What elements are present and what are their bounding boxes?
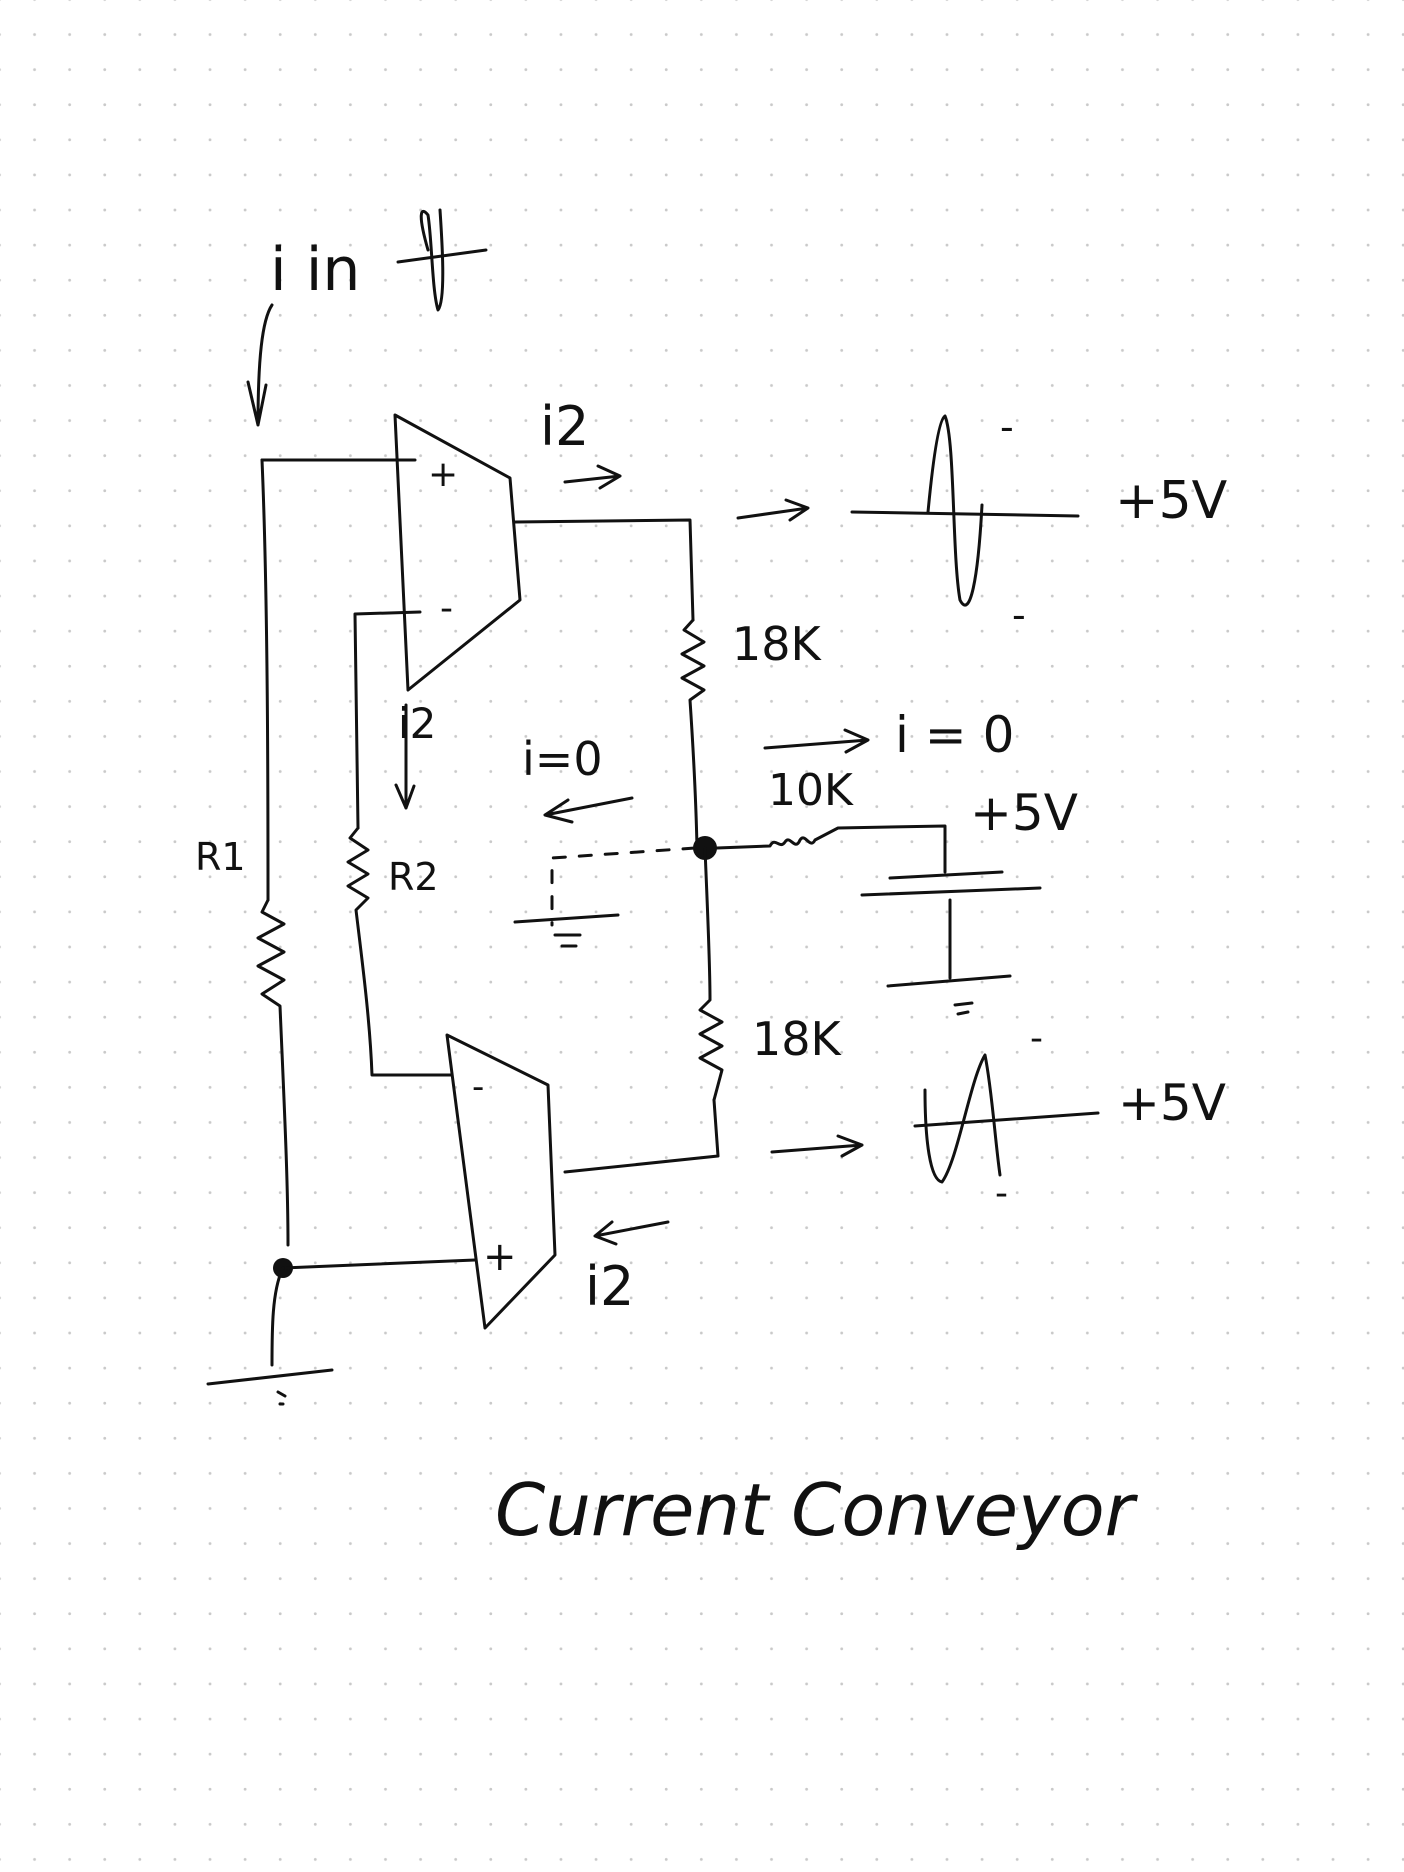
res-10k-label: 10K [768,765,854,816]
wire-r2-top [353,610,422,830]
plus-5v-mid-label: +5V [970,784,1078,842]
svg-text:i in: i in [270,235,360,305]
svg-text:-: - [1000,405,1014,449]
i2-top-arrow [563,464,622,490]
i-zero-right-arrow [763,728,870,754]
i-zero-right-label: i = 0 [895,706,1014,764]
wire-top-output [513,518,695,622]
res-18k-bottom-label: 18K [752,1012,843,1066]
resistor-18k-bottom [698,846,724,1102]
wire-left-rail [260,458,417,902]
svg-text:-: - [1012,593,1026,637]
plus-5v-bottom-label: +5V [1118,1074,1226,1132]
svg-text:+: + [483,1234,517,1280]
resistor-r1 [256,898,290,1247]
resistor-r2 [346,826,454,1077]
plus-5v-top-label: +5V [1115,471,1228,531]
i2-bottom-arrow [593,1220,670,1246]
battery-supply [860,870,1042,1016]
input-waveform [396,208,488,312]
svg-text:-: - [440,588,453,629]
svg-text:+: + [428,454,458,495]
i2-left-label: i2 [398,699,436,748]
i2-bottom-label: i2 [585,1255,634,1318]
bottom-output-arrow [770,1134,864,1158]
r1-label: R1 [195,835,246,879]
wire-to-ground [270,1266,285,1367]
page-title: Current Conveyor [495,1468,1139,1552]
bottom-output-waveform: - - [913,1018,1100,1214]
ground-symbol-left [206,1368,334,1406]
svg-text:-: - [1030,1018,1043,1059]
input-current-arrow [246,303,274,427]
svg-text:-: - [995,1173,1008,1214]
resistor-18k-top [680,618,706,850]
svg-text:-: - [472,1067,484,1107]
virtual-ground-dashed [513,846,697,948]
i2-left-arrow [394,703,416,810]
opamp-bottom: - + [445,1033,557,1330]
i-zero-left-arrow [543,796,634,824]
r2-label: R2 [388,855,439,899]
top-output-arrow [736,498,810,522]
wire-bottom-output [563,1098,720,1174]
i2-top-label: i2 [540,395,589,458]
resistor-10k [715,824,947,874]
i-zero-left-label: i=0 [522,732,603,786]
wire-bottom-left [281,1258,477,1270]
top-output-waveform: - - [850,405,1080,637]
opamp-top: + - [393,413,522,692]
input-current-label: i in [270,235,360,305]
res-18k-top-label: 18K [732,617,823,671]
